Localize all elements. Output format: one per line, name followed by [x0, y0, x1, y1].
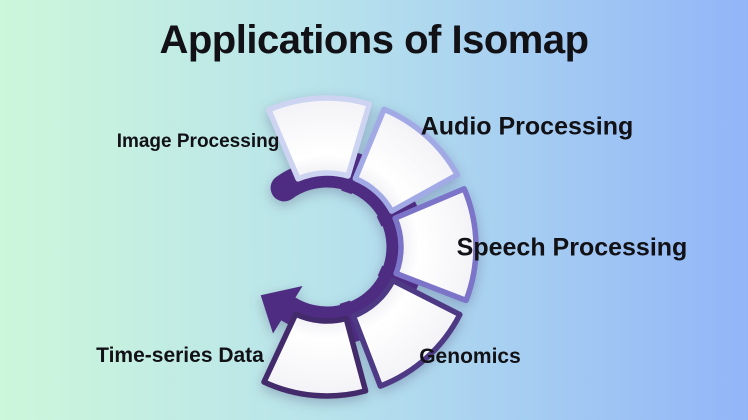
label-genomics: Genomics — [419, 345, 521, 368]
wedge-image-processing — [266, 95, 373, 182]
gap-tab-4 — [339, 300, 363, 343]
label-image-processing: Image Processing — [116, 131, 280, 152]
wedge-speech-processing — [392, 186, 479, 304]
wedge-genomics — [350, 277, 463, 389]
label-speech-processing: Speech Processing — [456, 233, 688, 262]
gap-tab-3 — [377, 265, 420, 293]
wedge-segments — [261, 95, 479, 399]
arrowhead-icon — [260, 286, 303, 334]
label-time-series-data: Time-series Data — [96, 344, 264, 367]
page-title: Applications of Isomap — [159, 18, 589, 62]
label-audio-processing: Audio Processing — [420, 112, 634, 141]
gap-tab-1 — [341, 151, 366, 195]
wedge-time-series-data — [261, 311, 369, 399]
gap-tab-2 — [376, 198, 419, 227]
wedge-audio-processing — [352, 106, 461, 214]
